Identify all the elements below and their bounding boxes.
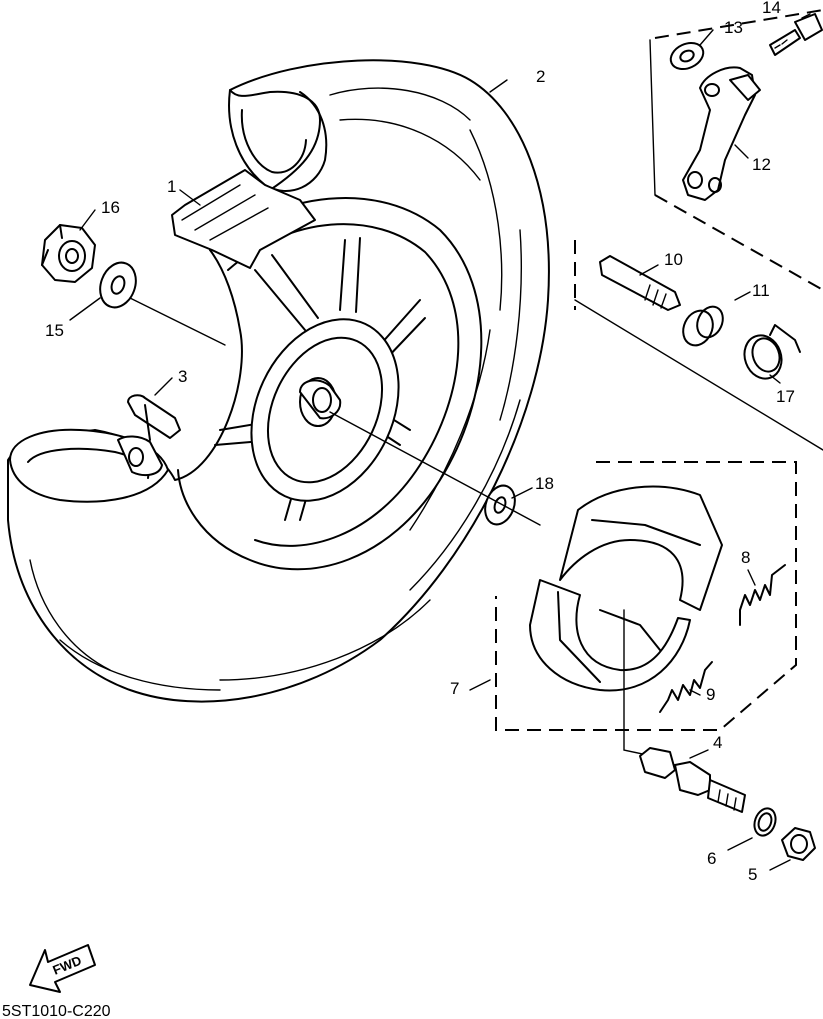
axle-line <box>329 411 541 526</box>
leader-lines <box>69 13 811 871</box>
part-number-17: 17 <box>776 387 795 406</box>
part-number-10: 10 <box>664 250 683 269</box>
washer-18-drawing <box>484 484 516 526</box>
part-number-9: 9 <box>706 685 715 704</box>
valve-drawing <box>117 394 181 477</box>
camshaft-lever-group <box>654 9 823 291</box>
part-number-6: 6 <box>707 849 716 868</box>
part-number-11: 11 <box>752 281 770 300</box>
part-number-1: 1 <box>167 177 176 196</box>
part-number-12: 12 <box>752 155 771 174</box>
part-number-7: 7 <box>450 679 459 698</box>
o-ring-6-drawing <box>753 807 777 837</box>
part-number-8: 8 <box>741 548 750 567</box>
part-number-5: 5 <box>748 865 757 884</box>
wheel-hub-drawing <box>171 169 483 571</box>
part-number-14: 14 <box>762 0 781 17</box>
part-number-16: 16 <box>101 198 120 217</box>
washer-15-drawing <box>99 261 137 309</box>
axle-line-to-kit <box>574 299 823 451</box>
part-number-2: 2 <box>536 67 545 86</box>
fwd-arrow: FWD <box>29 944 96 993</box>
diagram-code: 5ST1010-C220 <box>2 1003 111 1019</box>
axle-line-upper <box>129 297 226 346</box>
part-number-3: 3 <box>178 367 187 386</box>
brake-shoe-kit-drawing <box>495 461 797 761</box>
part-number-15: 15 <box>45 321 64 340</box>
axle-line-to-box <box>649 39 656 196</box>
shaft-group <box>574 240 801 380</box>
brake-cam-shaft-drawing <box>639 747 746 813</box>
nut-5-drawing <box>781 827 816 861</box>
part-number-13: 13 <box>724 18 743 37</box>
part-number-4: 4 <box>713 733 722 752</box>
nut-16-drawing <box>41 224 96 283</box>
part-number-18: 18 <box>535 474 554 493</box>
